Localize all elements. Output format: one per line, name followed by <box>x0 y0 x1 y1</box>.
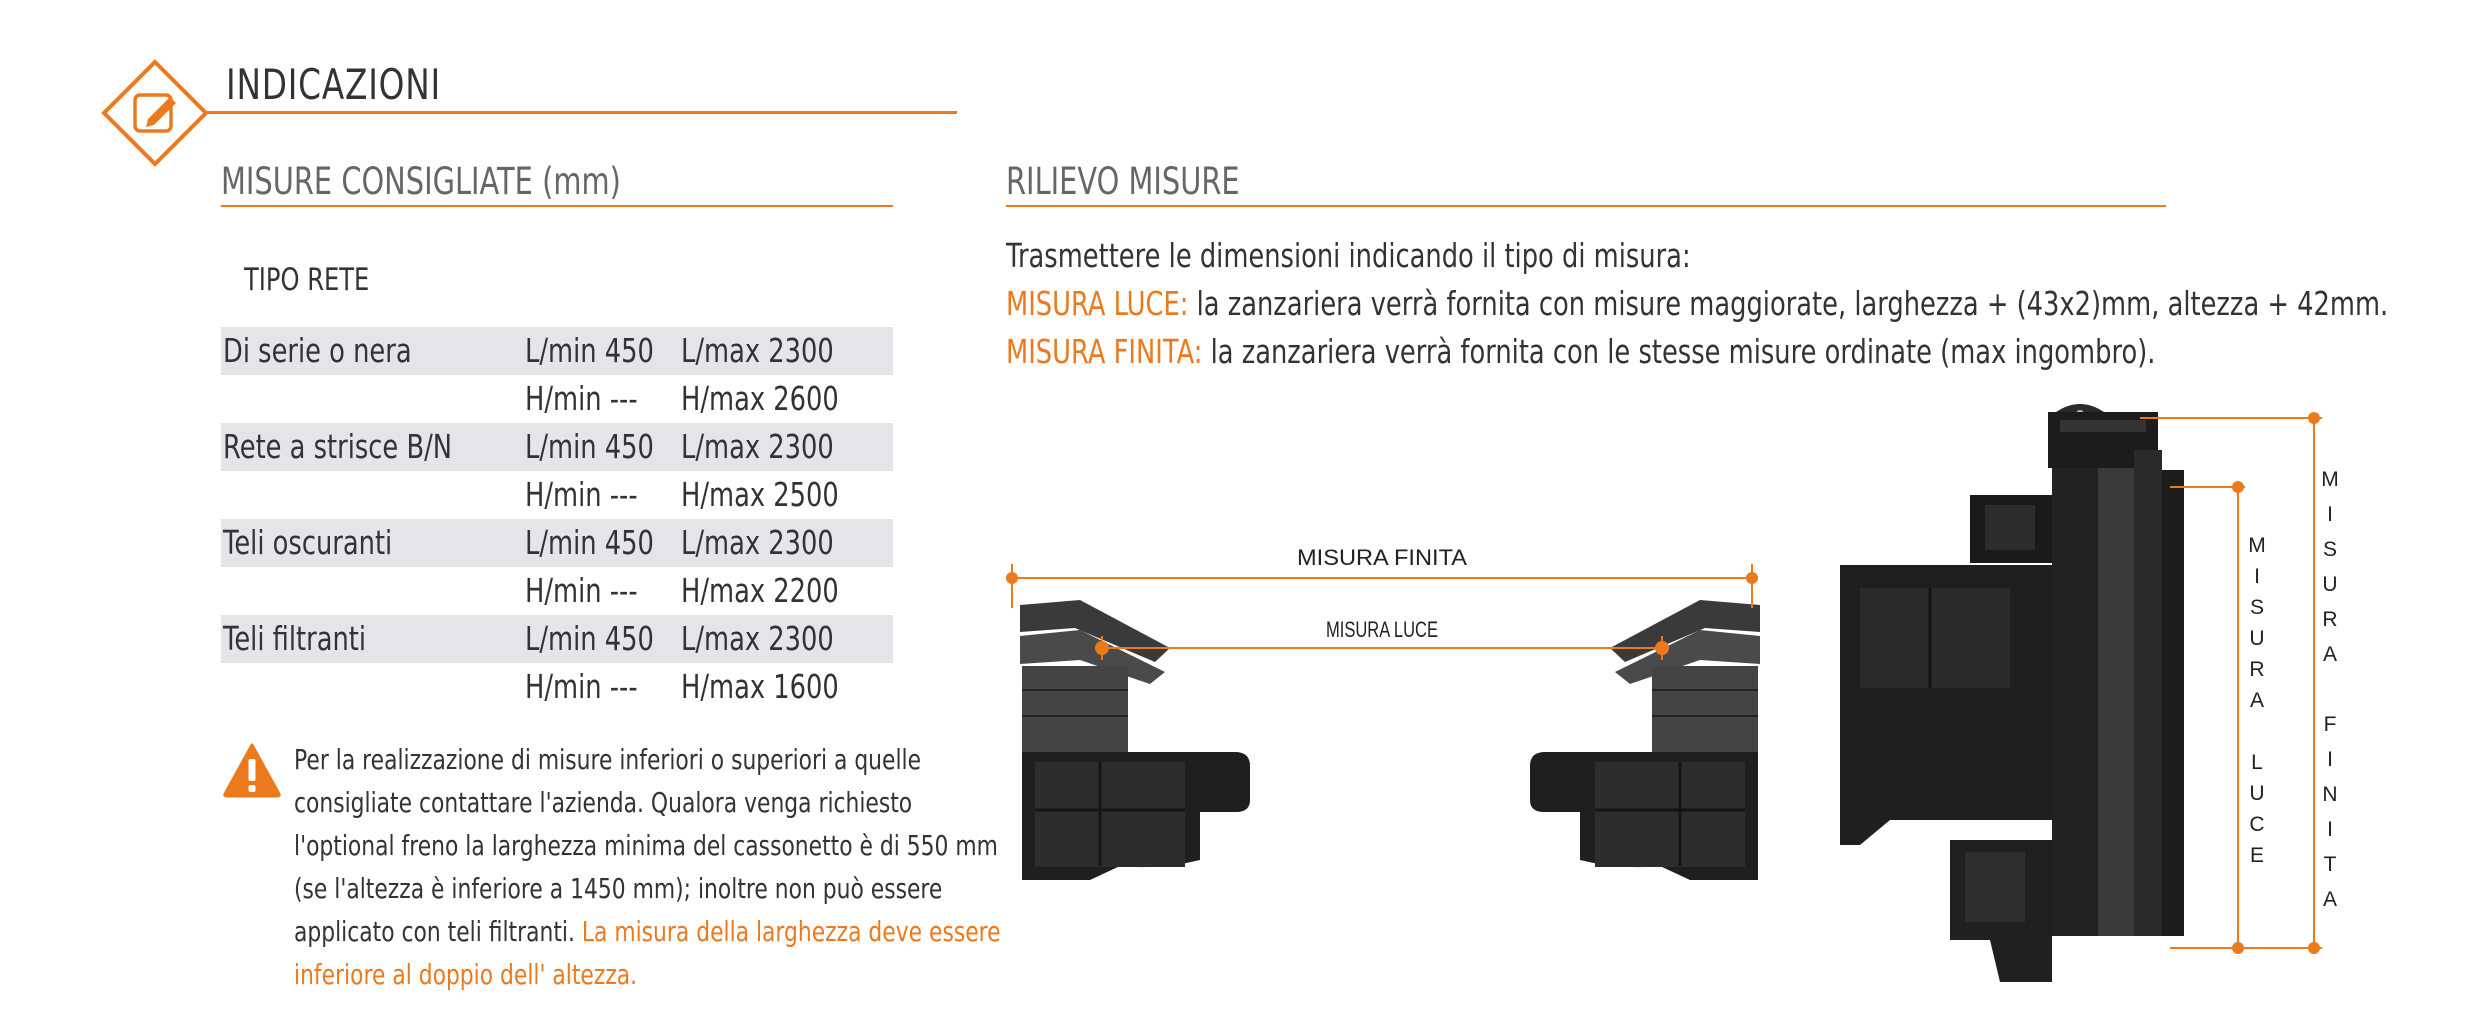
note-highlight: inferiore al doppio dell' altezza. <box>294 958 638 991</box>
min-value: H/min --- <box>525 667 638 706</box>
warning-note: Per la realizzazione di misure inferiori… <box>294 738 1200 996</box>
survey-title: RILIEVO MISURE <box>1006 160 1240 203</box>
measures-table: Di serie o nera L/min 450 L/max 2300 H/m… <box>221 327 893 711</box>
section-title: INDICAZIONI <box>226 60 441 109</box>
min-value: H/min --- <box>525 379 638 418</box>
net-type-name: Teli filtranti <box>223 619 367 658</box>
max-value: H/max 1600 <box>681 667 839 706</box>
min-value: H/min --- <box>525 571 638 610</box>
table-row: H/min --- H/max 2500 <box>221 471 893 519</box>
net-type-label: TIPO RETE <box>244 262 370 298</box>
max-value: H/max 2600 <box>681 379 839 418</box>
net-type-name: Di serie o nera <box>223 331 412 370</box>
table-row: H/min --- H/max 2200 <box>221 567 893 615</box>
note-highlight: La misura della larghezza deve essere <box>581 915 1001 948</box>
survey-finita-line: MISURA FINITA: la zanzariera verrà forni… <box>1006 332 2156 371</box>
min-value: L/min 450 <box>525 331 654 370</box>
recommended-measures-title: MISURE CONSIGLIATE (mm) <box>221 160 621 203</box>
net-type-name: Teli oscuranti <box>223 523 393 562</box>
max-value: L/max 2300 <box>681 331 834 370</box>
table-row: Di serie o nera L/min 450 L/max 2300 <box>221 327 893 375</box>
table-row: H/min --- H/max 1600 <box>221 663 893 711</box>
section-title-underline <box>205 111 957 114</box>
min-value: L/min 450 <box>525 619 654 658</box>
edit-pencil-icon <box>101 59 209 167</box>
finita-vertical-dimension <box>2140 412 2322 954</box>
left-frame-profile <box>1020 600 1250 880</box>
table-row: H/min --- H/max 2600 <box>221 375 893 423</box>
recommended-measures-underline <box>221 205 893 207</box>
max-value: L/max 2300 <box>681 427 834 466</box>
max-value: L/max 2300 <box>681 619 834 658</box>
warning-icon <box>223 743 281 798</box>
max-value: H/max 2500 <box>681 475 839 514</box>
min-value: H/min --- <box>525 475 638 514</box>
max-value: L/max 2300 <box>681 523 834 562</box>
finita-horizontal-label: MISURA FINITA <box>1297 545 1467 570</box>
max-value: H/max 2200 <box>681 571 839 610</box>
net-type-name: Rete a strisce B/N <box>223 427 453 466</box>
right-frame-profile <box>1530 600 1760 880</box>
luce-vertical-dimension <box>2170 481 2245 954</box>
table-row: Rete a strisce B/N L/min 450 L/max 2300 <box>221 423 893 471</box>
min-value: L/min 450 <box>525 523 654 562</box>
table-row: Teli filtranti L/min 450 L/max 2300 <box>221 615 893 663</box>
side-section-profile <box>1840 404 2184 982</box>
measurement-diagram: MISURA FINITA MISURA LUCE <box>1006 404 2339 982</box>
min-value: L/min 450 <box>525 427 654 466</box>
table-row: Teli oscuranti L/min 450 L/max 2300 <box>221 519 893 567</box>
survey-intro: Trasmettere le dimensioni indicando il t… <box>1006 236 1691 275</box>
survey-luce-line: MISURA LUCE: la zanzariera verrà fornita… <box>1006 284 2389 323</box>
luce-horizontal-dimension <box>1095 636 1669 660</box>
luce-horizontal-label: MISURA LUCE <box>1326 617 1438 642</box>
finita-horizontal-dimension <box>1006 564 1758 608</box>
survey-title-underline <box>1006 205 2166 207</box>
